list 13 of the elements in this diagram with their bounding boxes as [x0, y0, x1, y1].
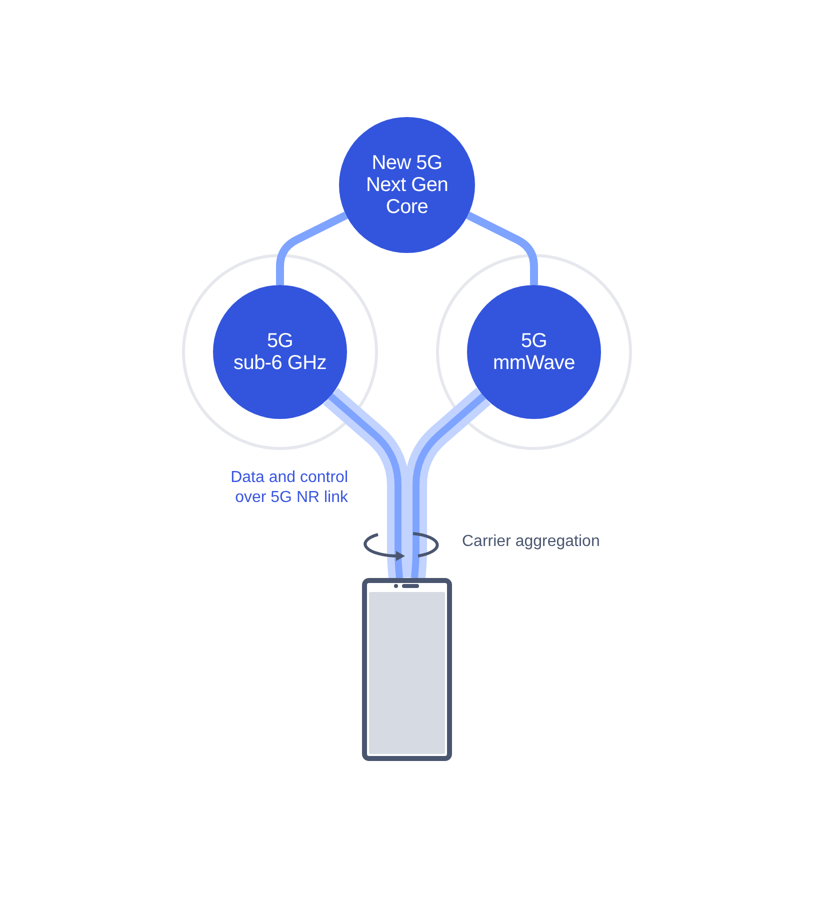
smartphone-drawing	[362, 578, 452, 761]
node-label: sub-6 GHz	[234, 352, 326, 374]
node-label: New 5G Next Gen Core	[364, 152, 450, 218]
coverage-ring	[182, 254, 378, 450]
node-label: 5G	[520, 330, 548, 352]
node-label: 5G	[266, 330, 294, 352]
link-band	[404, 388, 491, 580]
node-label: mmWave	[493, 352, 575, 374]
connector-line	[276, 212, 348, 285]
aggregation-label: Carrier aggregation	[462, 532, 600, 552]
coverage-ring	[436, 254, 632, 450]
connector-line	[466, 212, 538, 285]
link-note: Data and control over 5G NR link	[230, 468, 348, 508]
